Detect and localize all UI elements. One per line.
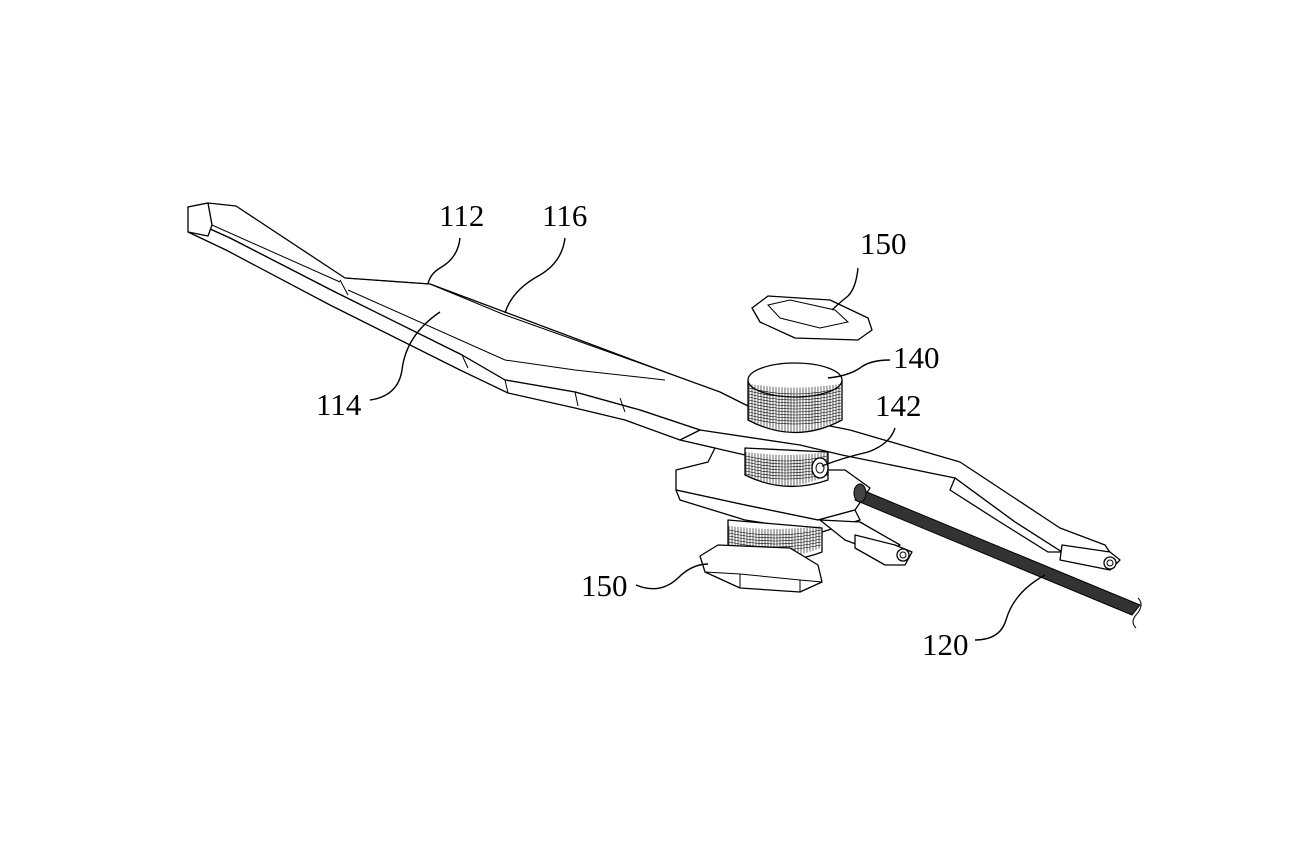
knurl-line (748, 399, 842, 407)
label-150-bottom: 150 (581, 568, 628, 603)
label-120: 120 (922, 627, 969, 662)
knurl-line (748, 393, 842, 401)
label-112: 112 (439, 198, 484, 233)
knurl-line (748, 414, 842, 422)
rod (853, 483, 1142, 629)
knurl-line (748, 411, 842, 419)
label-150-top: 150 (860, 226, 907, 261)
knurl-line (748, 417, 842, 425)
knurl-line (728, 538, 822, 545)
main-arm (187, 202, 1116, 561)
knurl-line (748, 402, 842, 410)
knurl-line (748, 408, 842, 416)
reference-labels: 112 116 114 150 140 142 150 120 (316, 198, 969, 662)
top-nut (751, 295, 873, 341)
knurl-line (748, 387, 842, 395)
collar (744, 447, 829, 488)
label-116: 116 (542, 198, 587, 233)
knurled-knob (747, 362, 843, 434)
knurl-line (728, 535, 822, 542)
label-140: 140 (893, 340, 940, 375)
knurl-line (748, 396, 842, 404)
central-plate (675, 439, 1121, 571)
leader-lines (369, 237, 1046, 641)
knurl-line (728, 532, 822, 539)
bottom-nut (699, 544, 823, 593)
label-114: 114 (316, 387, 362, 422)
knurl-line (748, 390, 842, 398)
label-142: 142 (875, 388, 922, 423)
knurl-line (748, 405, 842, 413)
knurl-line (728, 529, 822, 536)
